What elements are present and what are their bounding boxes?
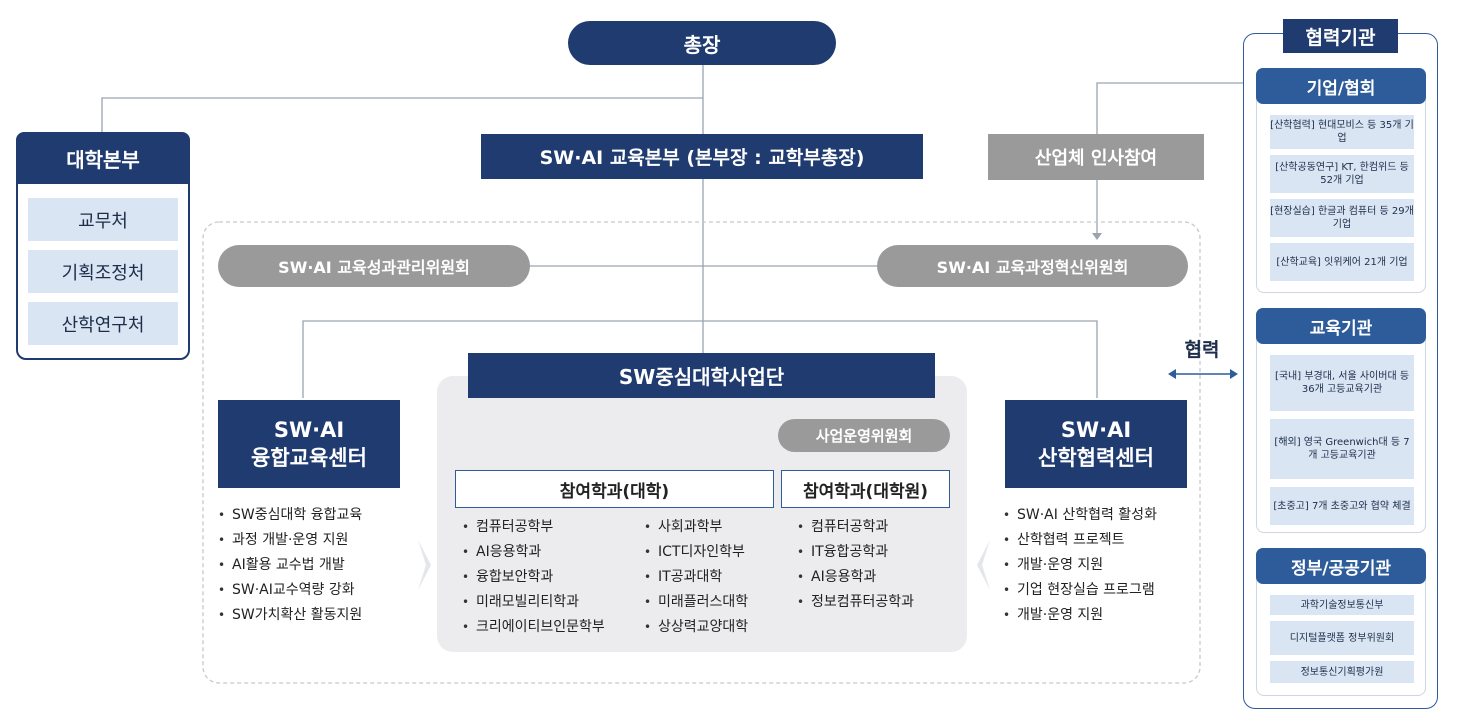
hq-item: 산학연구처 bbox=[28, 302, 178, 345]
convergence-center-bullets: SW중심대학 융합교육 과정 개발·운영 지원 AI활용 교수법 개발 SW·A… bbox=[218, 503, 418, 628]
president-label: 총장 bbox=[683, 32, 721, 57]
list-item: IT공과대학 bbox=[644, 565, 774, 590]
list-item: 크리에이티브인문학부 bbox=[462, 615, 642, 640]
partner-item: 디지털플랫폼 정부위원회 bbox=[1270, 621, 1414, 655]
list-item: 미래플러스대학 bbox=[644, 590, 774, 615]
partner-item: [산학공동연구] KT, 한컴위드 등 52개 기업 bbox=[1270, 155, 1414, 193]
list-item: SW·AI 산학협력 활성화 bbox=[1003, 503, 1198, 528]
convergence-center-title-1: SW·AI bbox=[273, 418, 345, 442]
list-item: AI응용학과 bbox=[797, 565, 957, 590]
partner-organizations-title: 협력기관 bbox=[1283, 19, 1398, 53]
industry-center-bullets: SW·AI 산학협력 활성화 산학협력 프로젝트 개발·운영 지원 기업 현장실… bbox=[1003, 503, 1198, 628]
undergrad-col1: 컴퓨터공학부 AI응용학과 융합보안학과 미래모빌리티학과 크리에이티브인문학부 bbox=[462, 515, 642, 640]
performance-committee: SW·AI 교육성과관리위원회 bbox=[218, 245, 530, 287]
university-hq-title: 대학본부 bbox=[16, 132, 190, 184]
section-title: 기업/협회 bbox=[1256, 68, 1426, 104]
grad-departments-list: 컴퓨터공학과 IT융합공학과 AI응용학과 정보컴퓨터공학과 bbox=[797, 515, 957, 615]
convergence-center-title-2: 융합교육센터 bbox=[251, 446, 367, 470]
project-group-title: SW중심대학사업단 bbox=[468, 353, 935, 398]
cooperation-label: 협력 bbox=[1184, 338, 1220, 361]
partner-section-companies: 기업/협회 [산학협력] 현대모비스 등 35개 기업 [산학공동연구] KT,… bbox=[1256, 68, 1426, 293]
partner-item: [해외] 영국 Greenwich대 등 7개 고등교육기관 bbox=[1270, 419, 1414, 479]
list-item: 미래모빌리티학과 bbox=[462, 590, 642, 615]
list-item: 정보컴퓨터공학과 bbox=[797, 590, 957, 615]
undergrad-departments-title: 참여학과(대학) bbox=[455, 470, 774, 508]
partner-item: 과학기술정보통신부 bbox=[1270, 595, 1414, 615]
industry-personnel-box: 산업체 인사참여 bbox=[988, 134, 1204, 180]
industry-center-title-1: SW·AI bbox=[1060, 418, 1132, 442]
hq-item: 기획조정처 bbox=[28, 250, 178, 293]
partner-section-education: 교육기관 [국내] 부경대, 서울 사이버대 등 36개 고등교육기관 [해외]… bbox=[1256, 308, 1426, 533]
partner-item: [산학교육] 잇위케어 21개 기업 bbox=[1270, 243, 1414, 281]
list-item: ICT디자인학부 bbox=[644, 540, 774, 565]
partner-item: [초중고] 7개 초중고와 협약 체결 bbox=[1270, 487, 1414, 525]
section-title: 교육기관 bbox=[1256, 308, 1426, 344]
list-item: 개발·운영 지원 bbox=[1003, 553, 1198, 578]
list-item: AI활용 교수법 개발 bbox=[218, 553, 418, 578]
list-item: SW중심대학 융합교육 bbox=[218, 503, 418, 528]
sw-ai-education-hq: SW·AI 교육본부 (본부장 : 교학부총장) bbox=[481, 134, 923, 179]
operation-committee: 사업운영위원회 bbox=[778, 419, 950, 452]
list-item: SW·AI교수역량 강화 bbox=[218, 578, 418, 603]
university-hq-panel: 대학본부 교무처 기획조정처 산학연구처 bbox=[16, 132, 190, 360]
list-item: 컴퓨터공학부 bbox=[462, 515, 642, 540]
list-item: 융합보안학과 bbox=[462, 565, 642, 590]
partner-item: [국내] 부경대, 서울 사이버대 등 36개 고등교육기관 bbox=[1270, 355, 1414, 411]
section-title: 정부/공공기관 bbox=[1256, 548, 1426, 584]
curriculum-committee: SW·AI 교육과정혁신위원회 bbox=[877, 245, 1188, 287]
hq-item: 교무처 bbox=[28, 198, 178, 241]
industry-center-title-2: 산학협력센터 bbox=[1038, 446, 1154, 470]
convergence-education-center: SW·AI 융합교육센터 bbox=[218, 400, 400, 488]
list-item: AI응용학과 bbox=[462, 540, 642, 565]
partner-item: 정보통신기획평가원 bbox=[1270, 661, 1414, 683]
list-item: IT융합공학과 bbox=[797, 540, 957, 565]
list-item: 기업 현장실습 프로그램 bbox=[1003, 578, 1198, 603]
list-item: 산학협력 프로젝트 bbox=[1003, 528, 1198, 553]
president-box: 총장 bbox=[568, 21, 836, 65]
list-item: 사회과학부 bbox=[644, 515, 774, 540]
list-item: 컴퓨터공학과 bbox=[797, 515, 957, 540]
undergrad-col2: 사회과학부 ICT디자인학부 IT공과대학 미래플러스대학 상상력교양대학 bbox=[644, 515, 774, 640]
partner-section-government: 정부/공공기관 과학기술정보통신부 디지털플랫폼 정부위원회 정보통신기획평가원 bbox=[1256, 548, 1426, 696]
list-item: 개발·운영 지원 bbox=[1003, 603, 1198, 628]
partner-item: [현장실습] 한글과 컴퓨터 등 29개 기업 bbox=[1270, 199, 1414, 237]
list-item: SW가치확산 활동지원 bbox=[218, 603, 418, 628]
grad-departments-title: 참여학과(대학원) bbox=[781, 470, 950, 508]
list-item: 과정 개발·운영 지원 bbox=[218, 528, 418, 553]
industry-cooperation-center: SW·AI 산학협력센터 bbox=[1005, 400, 1187, 488]
partner-item: [산학협력] 현대모비스 등 35개 기업 bbox=[1270, 115, 1414, 149]
list-item: 상상력교양대학 bbox=[644, 615, 774, 640]
